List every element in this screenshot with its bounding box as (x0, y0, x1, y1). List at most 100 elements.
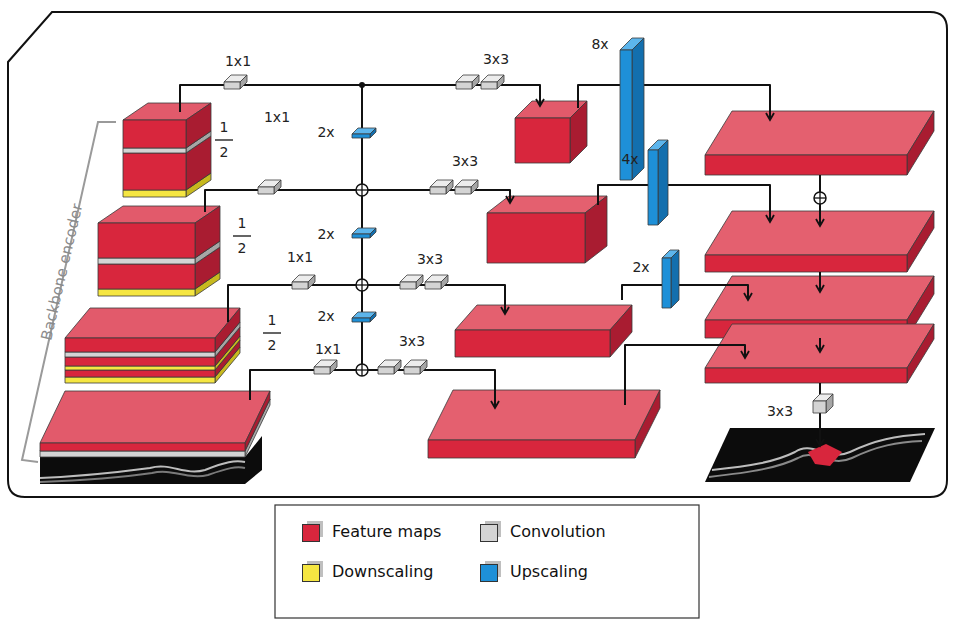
encoder-layer-front (65, 357, 215, 366)
feature-map-top (455, 305, 632, 330)
fraction-bar (215, 139, 233, 140)
convolution-block-front (425, 282, 441, 289)
feature-map-side (907, 324, 934, 383)
convolution-block-side (420, 360, 427, 374)
merge-path (819, 410, 821, 446)
upscaling-block-front (662, 258, 671, 308)
scale-factor: 8x (591, 37, 608, 52)
legend-text: Feature maps (332, 523, 441, 541)
convolution-block-front (314, 367, 330, 374)
feature-map-front (705, 255, 907, 272)
kernel-size: 1x1 (287, 250, 313, 265)
fraction-part: 1 (268, 313, 277, 328)
upsample-path (622, 285, 748, 300)
convolution-block-side (274, 180, 281, 194)
sum-node (814, 192, 826, 204)
encoder-layer-top (65, 336, 240, 366)
sum-node (356, 364, 368, 376)
feature-map-side (907, 211, 934, 272)
legend-text: Downscaling (332, 563, 433, 581)
upsample-path (625, 345, 745, 405)
encoder-layer-front (65, 338, 215, 352)
encoder-layer-front (123, 153, 186, 190)
kernel-size: 3x3 (767, 404, 793, 419)
lateral-path (250, 370, 495, 408)
convolution-block-front (404, 367, 420, 374)
kernel-size: 1x1 (264, 110, 290, 125)
legend-swatch (302, 524, 320, 542)
upscaling-block-side (671, 250, 679, 308)
merge-path (819, 175, 821, 192)
scale-factor: 2x (632, 260, 649, 275)
encoder-layer-front (65, 352, 215, 357)
merge-path (819, 204, 821, 226)
convolution-block-front (481, 82, 497, 89)
scale-factor: 4x (621, 152, 638, 167)
convolution-block-side (471, 180, 478, 194)
sum-node (356, 184, 368, 196)
kernel-size: 3x3 (399, 334, 425, 349)
fraction-part: 2 (238, 241, 247, 256)
upsample-path (598, 185, 770, 222)
upscaling-block-front (352, 234, 370, 238)
upscaling-block-side (370, 228, 376, 238)
encoder-layer-front (65, 370, 215, 377)
input-image (40, 436, 262, 484)
feature-map-front (455, 330, 610, 357)
convolution-block-side (330, 360, 337, 374)
convolution-block-side (308, 275, 315, 289)
encoder-layer-front (98, 223, 195, 258)
sum-cross (361, 184, 362, 196)
encoder-layer-front (40, 451, 245, 457)
fraction-bar (263, 332, 281, 333)
convolution-block-side (446, 180, 453, 194)
legend-text: Upscaling (510, 563, 588, 581)
junction-dot (359, 82, 365, 88)
encoder-layer-top (40, 391, 270, 443)
feature-map-front (428, 440, 635, 458)
encoder-layer-side (186, 103, 211, 148)
convolution-block-front (455, 187, 471, 194)
fraction-part: 2 (268, 338, 277, 353)
convolution-block-side (472, 75, 479, 89)
retina-layer (40, 467, 245, 482)
convolution-block-front (292, 282, 308, 289)
feature-map-front (705, 368, 907, 383)
feature-map-side (907, 111, 934, 175)
feature-map-front (515, 118, 570, 163)
encoder-layer-front (123, 190, 186, 197)
encoder-layer-front (123, 148, 186, 153)
retina-layer (40, 461, 245, 478)
feature-map-side (585, 196, 607, 263)
kernel-size: 3x3 (483, 52, 509, 67)
convolution-block-front (430, 187, 446, 194)
convolution-block-side (826, 394, 833, 413)
sum-cross (361, 364, 362, 376)
merge-path (819, 338, 821, 352)
model-panel (8, 12, 947, 497)
feature-map-front (487, 213, 585, 263)
convolution-block-front (224, 82, 240, 89)
legend-text: Convolution (510, 523, 606, 541)
scale-factor: 2x (317, 125, 334, 140)
legend-swatch (302, 564, 320, 582)
upsample-path (578, 85, 770, 120)
fraction-bar (233, 235, 251, 236)
upscaling-block-side (370, 312, 376, 322)
kernel-size: 3x3 (417, 252, 443, 267)
upscaling-block-front (352, 318, 370, 322)
sum-cross (819, 192, 820, 204)
feature-map-front (705, 155, 907, 175)
feature-map-side (610, 305, 632, 357)
legend-swatch (480, 564, 498, 582)
legend-swatch (480, 524, 498, 542)
feature-map-top (705, 111, 934, 155)
convolution-block-side (416, 275, 423, 289)
retina-layer (709, 441, 922, 477)
encoder-layer-front (65, 366, 215, 370)
fraction-part: 2 (220, 145, 229, 160)
convolution-block-front (456, 82, 472, 89)
encoder-layer-front (40, 443, 245, 451)
encoder-label: Backbone encoder (38, 202, 86, 342)
